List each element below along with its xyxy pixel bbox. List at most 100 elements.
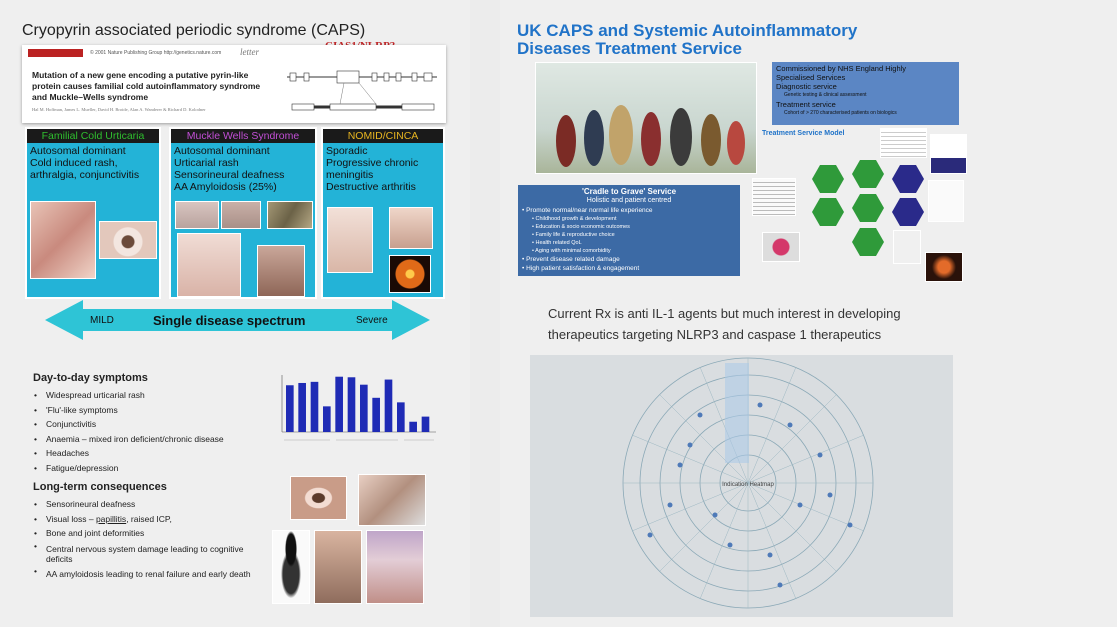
paper-title: Mutation of a new gene encoding a putati… (32, 70, 261, 102)
panel-mws-line: Autosomal dominant (174, 145, 270, 157)
slide-title-left: Cryopyrin associated periodic syndrome (… (22, 22, 366, 39)
panel-fcu-line: arthralgia, conjunctivitis (30, 169, 140, 181)
historical-painting (535, 62, 757, 174)
panel-fcu: Familial Cold Urticaria Autosomal domina… (25, 127, 161, 299)
arm-photo (257, 245, 305, 297)
commission-line: Cohort of > 270 characterised patients o… (784, 110, 897, 116)
knees-child-photo (366, 530, 424, 604)
symptom-bar-chart (281, 375, 436, 441)
rx-line-2: therapeutics targeting NLRP3 and caspase… (548, 327, 882, 342)
symptoms-list: Widespread urticarial rash 'Flu'-like sy… (33, 388, 273, 475)
panel-nomid-line: Progressive chronic (326, 157, 419, 169)
panel-nomid-line: Sporadic (326, 145, 368, 157)
spectrum-mild: MILD (90, 315, 114, 326)
list-item: Widespread urticarial rash (33, 388, 273, 403)
list-item: Fatigue/depression (33, 461, 273, 476)
treatment-model-label: Treatment Service Model (762, 130, 845, 137)
commission-box: Commissioned by NHS England Highly Speci… (772, 62, 959, 125)
gene-structure-diagram (287, 70, 437, 111)
bar (372, 397, 380, 432)
panel-fcu-text: Autosomal dominant Cold induced rash, ar… (30, 145, 139, 181)
curve-thumbnail (928, 180, 964, 222)
panel-mws-line: AA Amyloidosis (25%) (174, 181, 277, 193)
painting-figures (556, 105, 745, 167)
panel-mws-heading: Muckle Wells Syndrome (171, 129, 315, 143)
cradle-title: 'Cradle to Grave' Service (581, 187, 677, 196)
panel-mws: Muckle Wells Syndrome Autosomal dominant… (169, 127, 317, 299)
cradle-item: • Childhood growth & development (532, 216, 617, 222)
commission-line: Specialised Services (776, 73, 846, 82)
list-item: 'Flu'-like symptoms (33, 403, 273, 418)
commission-line: Treatment service (776, 100, 836, 109)
knees-photo (327, 207, 373, 273)
skin-photo-2 (221, 201, 261, 229)
urticaria-photo (177, 233, 241, 297)
bar (286, 385, 294, 432)
long-term-title: Long-term consequences (33, 481, 167, 493)
bone-scan-photo (272, 530, 310, 604)
panel-fcu-heading: Familial Cold Urticaria (27, 129, 159, 143)
legs-photo (389, 207, 433, 249)
list-item: Headaches (33, 446, 273, 461)
cradle-item: • Promote normal/near normal life experi… (522, 207, 653, 214)
treatment-hex-model (812, 160, 924, 256)
cradle-item: • Health related QoL (532, 240, 582, 246)
bar (397, 402, 405, 432)
cradle-item: • Family life & reproductive choice (532, 232, 615, 238)
cradle-item: • Prevent disease related damage (522, 256, 620, 263)
commission-line: Genetic testing & clinical assessment (784, 92, 867, 98)
paper-authors: Hal M. Hoffman, James L. Mueller, David … (32, 107, 206, 112)
bar (347, 377, 356, 432)
cradle-item: • High patient satisfaction & engagement (522, 265, 640, 272)
bar (409, 421, 417, 432)
skin-photo-1 (175, 201, 219, 229)
spectrum-center: Single disease spectrum (153, 313, 306, 328)
panel-mws-line: Sensorineural deafness (174, 169, 285, 181)
paper-header: © 2001 Nature Publishing Group http://ge… (90, 50, 222, 56)
title-line-2: Diseases Treatment Service (517, 39, 742, 58)
bar (310, 381, 319, 432)
slide-title-right: UK CAPS and Systemic Autoinflammatory Di… (517, 22, 917, 58)
indication-radar: Indication Heatmap (622, 357, 874, 609)
panel-fcu-line: Autosomal dominant (30, 145, 126, 157)
panel-nomid-line: Destructive arthritis (326, 181, 416, 193)
bar (298, 382, 306, 432)
panel-fcu-line: Cold induced rash, (30, 157, 118, 169)
commission-line: Diagnostic service (776, 82, 837, 91)
fundus-thumbnail (925, 252, 963, 282)
chart-thumbnail (930, 134, 967, 174)
xray-thumbnail (893, 230, 921, 264)
list-item: Visual loss – papillitis, raised ICP, (33, 512, 278, 527)
indication-heatmap-photo: Indication Heatmap (530, 355, 953, 617)
panel-nomid-line: meningitis (326, 169, 374, 181)
histology-photo (267, 201, 313, 229)
pie-thumbnail (762, 232, 800, 262)
fundus-photo (389, 255, 431, 293)
list-item: Bone and joint deformities (33, 526, 278, 541)
panel-nomid-heading: NOMID/CINCA (323, 129, 443, 143)
list-item: Conjunctivitis (33, 417, 273, 432)
radar-center-label: Indication Heatmap (722, 482, 774, 488)
eye-closeup-photo (290, 476, 347, 520)
cradle-item: • Education & socio economic outcomes (532, 224, 630, 230)
rash-photo (30, 201, 96, 279)
rx-text: Current Rx is anti IL-1 agents but much … (548, 303, 968, 345)
title-line-1: UK CAPS and Systemic Autoinflammatory (517, 21, 858, 40)
cradle-subtitle: Holistic and patient centred (586, 197, 672, 204)
bar (335, 376, 343, 432)
bar (323, 406, 331, 432)
bar (384, 379, 393, 432)
cradle-to-grave-box: 'Cradle to Grave' Service Holistic and p… (518, 185, 740, 276)
symptoms-title: Day-to-day symptoms (33, 372, 148, 384)
table-thumbnail (880, 128, 927, 158)
list-item: Central nervous system damage leading to… (33, 541, 278, 564)
paper-letter: letter (240, 47, 259, 57)
eye-photo (99, 221, 157, 259)
papillitis-link: papillitis (95, 513, 127, 524)
spectrum-severe: Severe (356, 315, 388, 326)
commission-line: Commissioned by NHS England Highly (776, 64, 907, 73)
panel-nomid-text: Sporadic Progressive chronic meningitis … (326, 145, 418, 193)
panel-mws-line: Urticarial rash (174, 157, 239, 169)
list-item: Sensorineural deafness (33, 497, 278, 512)
long-term-list: Sensorineural deafness Visual loss – pap… (33, 497, 278, 581)
